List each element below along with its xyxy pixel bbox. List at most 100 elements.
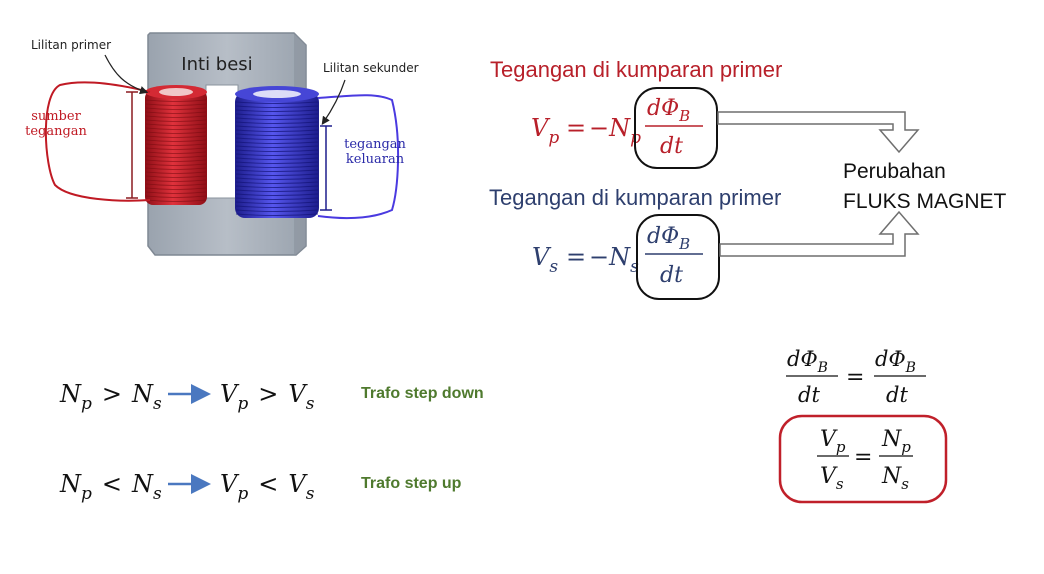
primary-callout-arrow bbox=[104, 54, 149, 95]
turns-ratio-highlight-box bbox=[778, 414, 948, 504]
coil-winding bbox=[235, 185, 319, 188]
ratio-v-numerator: Vp bbox=[820, 427, 846, 456]
coil-winding bbox=[235, 157, 319, 160]
coil-winding bbox=[145, 159, 207, 162]
secondary-minus-n: −Ns bbox=[589, 243, 639, 277]
coil-winding bbox=[235, 169, 319, 172]
source-label-line1: sumber bbox=[31, 109, 81, 124]
coil-winding bbox=[235, 209, 319, 212]
coil-winding bbox=[235, 173, 319, 176]
coil-winding bbox=[145, 111, 207, 114]
flux-right-numerator: dΦB bbox=[875, 347, 916, 376]
coil-winding bbox=[145, 119, 207, 122]
coil-winding bbox=[145, 135, 207, 138]
turns-inequality: Np<Ns bbox=[59, 470, 162, 504]
coil-winding bbox=[235, 121, 319, 124]
coil-winding bbox=[235, 165, 319, 168]
coil-winding bbox=[235, 189, 319, 192]
output-label-line2: keluaran bbox=[346, 152, 405, 167]
coil-winding bbox=[235, 181, 319, 184]
coil-winding bbox=[235, 141, 319, 144]
coil-winding bbox=[145, 127, 207, 130]
coil-winding bbox=[235, 177, 319, 180]
coil-winding bbox=[235, 145, 319, 148]
secondary-to-flux-arrow bbox=[719, 210, 920, 257]
coil-winding bbox=[235, 197, 319, 200]
secondary-heading: Tegangan di kumparan primer bbox=[489, 185, 781, 210]
primary-lhs: Vp bbox=[531, 114, 559, 148]
transformer-illustration: Inti besi Lilitan primer Lilitan sekunde bbox=[25, 32, 419, 256]
coil-winding bbox=[235, 193, 319, 196]
primary-flux-denominator: dt bbox=[660, 134, 683, 159]
voltage-inequality: Vp<Vs bbox=[220, 470, 315, 504]
secondary-lhs: Vs bbox=[532, 243, 558, 277]
secondary-flux-numerator: dΦB bbox=[647, 224, 690, 253]
coil-winding bbox=[235, 101, 319, 104]
secondary-voltage-equation: Vs = −Ns dΦB dt bbox=[532, 214, 720, 300]
coil-winding bbox=[235, 161, 319, 164]
flux-change-line1: Perubahan bbox=[843, 160, 946, 183]
ratio-v-denominator: Vs bbox=[820, 464, 844, 493]
coil-winding bbox=[145, 171, 207, 174]
coil-winding bbox=[145, 99, 207, 102]
coil-winding bbox=[235, 129, 319, 132]
coil-winding bbox=[145, 187, 207, 190]
coil-winding bbox=[145, 179, 207, 182]
coil-winding bbox=[145, 147, 207, 150]
secondary-coil-label: Lilitan sekunder bbox=[323, 61, 419, 75]
secondary-flux-highlight-box bbox=[636, 214, 720, 300]
coil-winding bbox=[235, 213, 319, 216]
primary-flux-highlight-box bbox=[634, 87, 718, 169]
coil-winding bbox=[235, 125, 319, 128]
coil-winding bbox=[145, 155, 207, 158]
coil-winding bbox=[145, 115, 207, 118]
ratio-n-denominator: Ns bbox=[881, 464, 909, 493]
flux-left-denominator: dt bbox=[798, 383, 820, 407]
coil-winding bbox=[145, 107, 207, 110]
coil-winding bbox=[235, 205, 319, 208]
primary-to-flux-arrow bbox=[717, 111, 920, 154]
ratio-equals: = bbox=[854, 445, 872, 470]
coil-winding bbox=[145, 175, 207, 178]
coil-winding bbox=[145, 163, 207, 166]
coil-winding bbox=[145, 195, 207, 198]
coil-winding bbox=[235, 117, 319, 120]
secondary-circuit-wire bbox=[317, 94, 400, 220]
coil-winding bbox=[145, 143, 207, 146]
source-label-line2: tegangan bbox=[25, 124, 87, 139]
coil-winding bbox=[145, 131, 207, 134]
flux-change-line2: FLUKS MAGNET bbox=[843, 190, 1007, 213]
condition-row-step-down: Np>Ns Vp>Vs Trafo step down bbox=[59, 380, 484, 414]
coil-winding bbox=[235, 153, 319, 156]
primary-flux-numerator: dΦB bbox=[647, 96, 690, 125]
secondary-coil bbox=[235, 86, 319, 218]
secondary-callout-arrow bbox=[321, 79, 346, 125]
primary-coil bbox=[145, 85, 207, 205]
coil-winding bbox=[235, 201, 319, 204]
secondary-flux-denominator: dt bbox=[660, 263, 683, 288]
coil-winding bbox=[235, 113, 319, 116]
primary-heading: Tegangan di kumparan primer bbox=[490, 57, 782, 82]
condition-row-step-up: Np<Ns Vp<Vs Trafo step up bbox=[59, 470, 462, 504]
coil-winding bbox=[145, 103, 207, 106]
flux-left-numerator: dΦB bbox=[787, 347, 828, 376]
coil-winding bbox=[235, 105, 319, 108]
ratio-n-numerator: Np bbox=[881, 427, 911, 456]
primary-voltage-equation: Vp = −Np dΦB dt bbox=[531, 87, 718, 169]
coil-winding bbox=[235, 133, 319, 136]
coil-winding bbox=[145, 183, 207, 186]
coil-winding bbox=[145, 167, 207, 170]
core-label: Inti besi bbox=[181, 54, 252, 75]
primary-circuit-wire bbox=[44, 81, 151, 202]
primary-equals: = bbox=[566, 114, 586, 142]
output-label-line1: tegangan bbox=[344, 137, 406, 152]
flux-equality-equation: dΦB dt = dΦB dt bbox=[786, 347, 926, 407]
flux-right-denominator: dt bbox=[886, 383, 908, 407]
coil-winding bbox=[145, 151, 207, 154]
coil-winding bbox=[145, 123, 207, 126]
coil-winding bbox=[145, 139, 207, 142]
turns-inequality: Np>Ns bbox=[59, 380, 162, 414]
coil-winding bbox=[145, 199, 207, 202]
coil-winding bbox=[235, 137, 319, 140]
